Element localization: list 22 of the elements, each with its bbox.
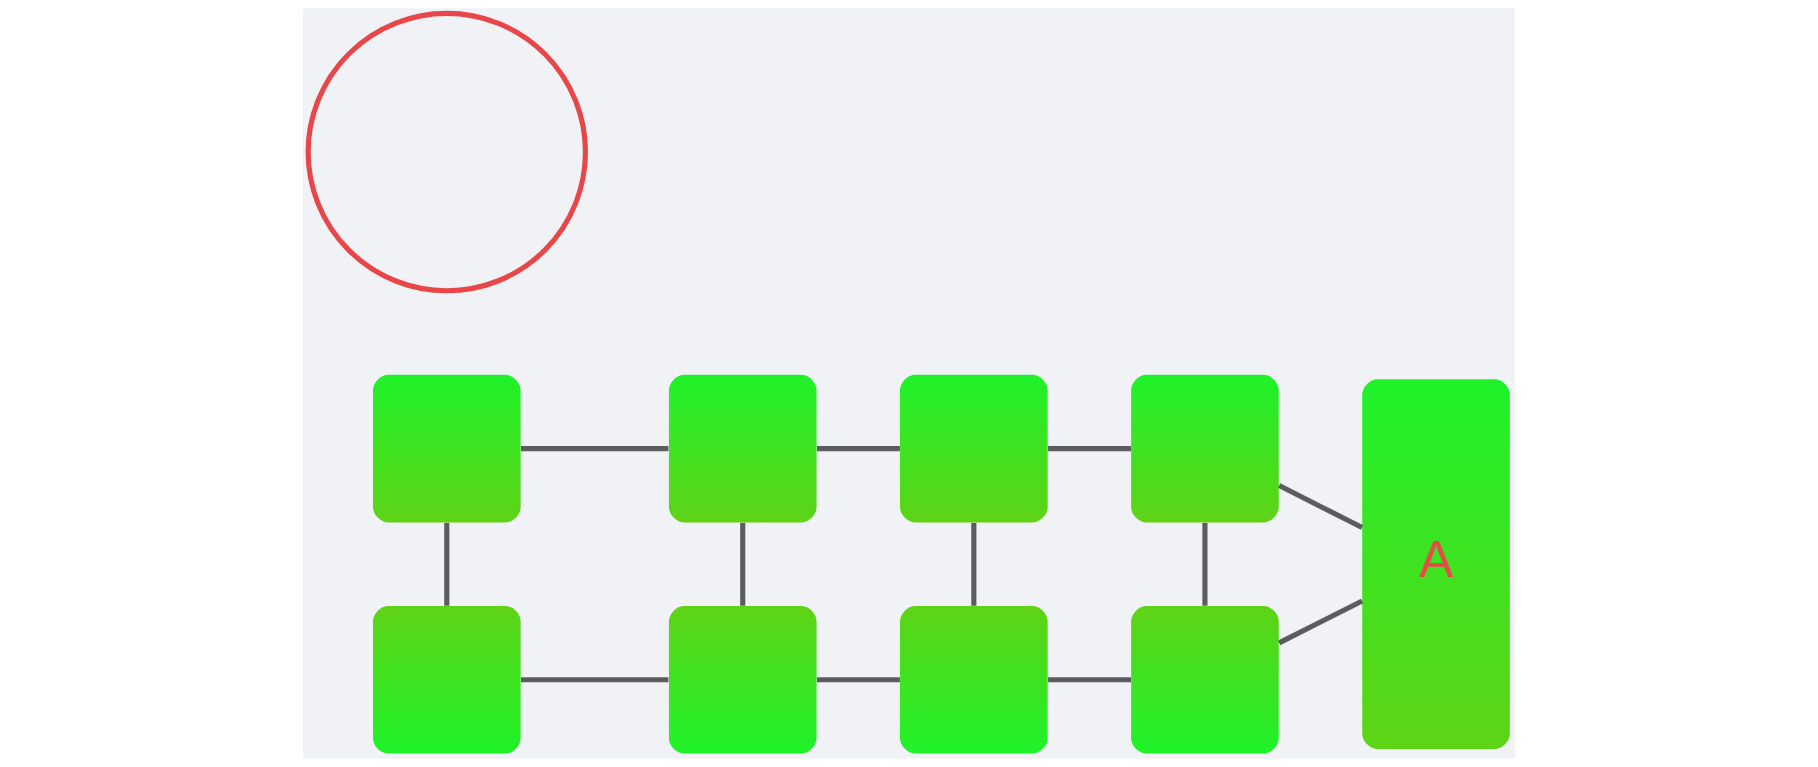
node-box (372, 605, 521, 754)
connector (444, 522, 450, 606)
connector (1048, 446, 1131, 452)
connector (1278, 483, 1364, 530)
connector (1048, 677, 1131, 683)
node-box (372, 374, 521, 523)
connector (521, 677, 669, 683)
connector (816, 446, 900, 452)
connector (1202, 522, 1208, 606)
node-box: A (1362, 379, 1510, 750)
connector (816, 677, 900, 683)
node-box (668, 374, 817, 523)
node-box (900, 605, 1048, 754)
node-box (1131, 374, 1279, 523)
node-circle (305, 10, 589, 294)
connector (1278, 598, 1364, 646)
node-box (1131, 605, 1279, 754)
node-box (668, 605, 817, 754)
node-box (900, 374, 1048, 523)
connector (971, 522, 977, 606)
connector (740, 522, 746, 606)
connector (521, 446, 669, 452)
